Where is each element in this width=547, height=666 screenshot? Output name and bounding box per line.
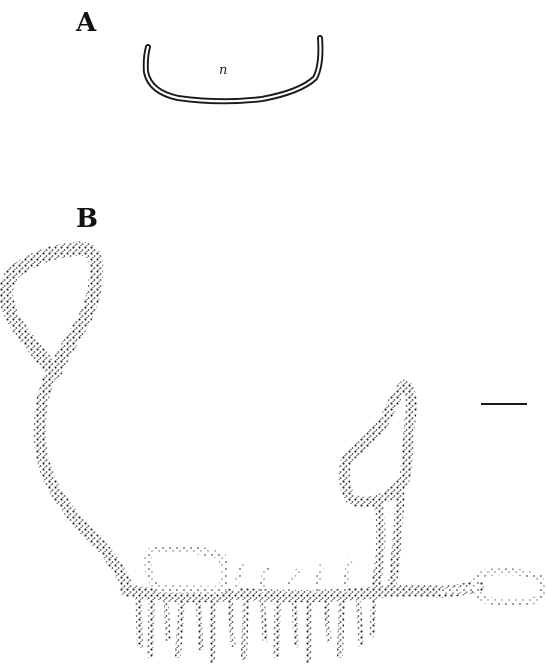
right-stalk-b [392, 495, 400, 588]
panel-a-u-shape [146, 38, 321, 101]
comb-teeth [138, 594, 374, 660]
center-left-loop [148, 549, 224, 590]
panel-b-drawing [6, 249, 542, 661]
left-loop [6, 249, 96, 373]
panel-a-drawing [146, 38, 321, 101]
right-stalk-a [375, 500, 381, 590]
right-loop [344, 385, 411, 502]
base-bumps [236, 560, 350, 590]
left-stalk [40, 372, 128, 588]
right-oval [476, 572, 542, 602]
